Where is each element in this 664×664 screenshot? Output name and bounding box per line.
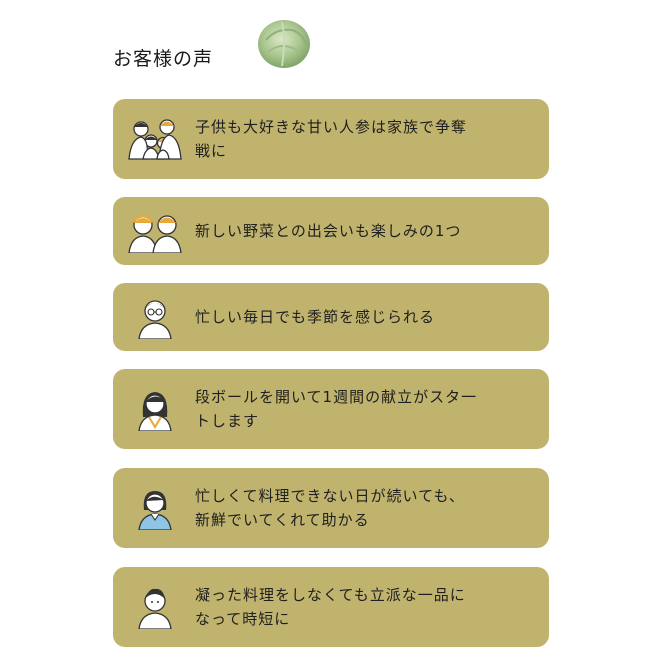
man-glasses-icon	[138, 300, 172, 339]
testimonial-text: 凝った料理をしなくても立派な一品に なって時短に	[195, 586, 466, 628]
testimonial-card: 凝った料理をしなくても立派な一品に なって時短に	[113, 567, 549, 647]
testimonial-card: 新しい野菜との出会いも楽しみの1つ	[113, 197, 549, 265]
man-icon	[138, 588, 172, 629]
testimonial-text: 忙しくて料理できない日が続いても、 新鮮でいてくれて助かる	[195, 487, 465, 529]
testimonial-card: 忙しい毎日でも季節を感じられる	[113, 283, 549, 351]
cabbage-icon	[258, 20, 310, 68]
testimonial-card: 子供も大好きな甘い人参は家族で争奪 戦に	[113, 99, 549, 179]
testimonial-card: 忙しくて料理できない日が続いても、 新鮮でいてくれて助かる	[113, 468, 549, 548]
woman-blue-shirt-icon	[138, 491, 172, 530]
woman-long-hair-icon	[138, 392, 172, 431]
testimonial-text: 新しい野菜との出会いも楽しみの1つ	[195, 222, 462, 240]
testimonial-text: 段ボールを開いて1週間の献立がスタ一 トします	[195, 388, 478, 430]
testimonial-text: 忙しい毎日でも季節を感じられる	[195, 308, 436, 326]
page-title: お客様の声	[113, 48, 214, 70]
testimonial-card: 段ボールを開いて1週間の献立がスタ一 トします	[113, 369, 549, 449]
two-kids-icon	[128, 215, 182, 253]
testimonial-text: 子供も大好きな甘い人参は家族で争奪 戦に	[195, 118, 468, 160]
family-icon	[128, 119, 182, 160]
